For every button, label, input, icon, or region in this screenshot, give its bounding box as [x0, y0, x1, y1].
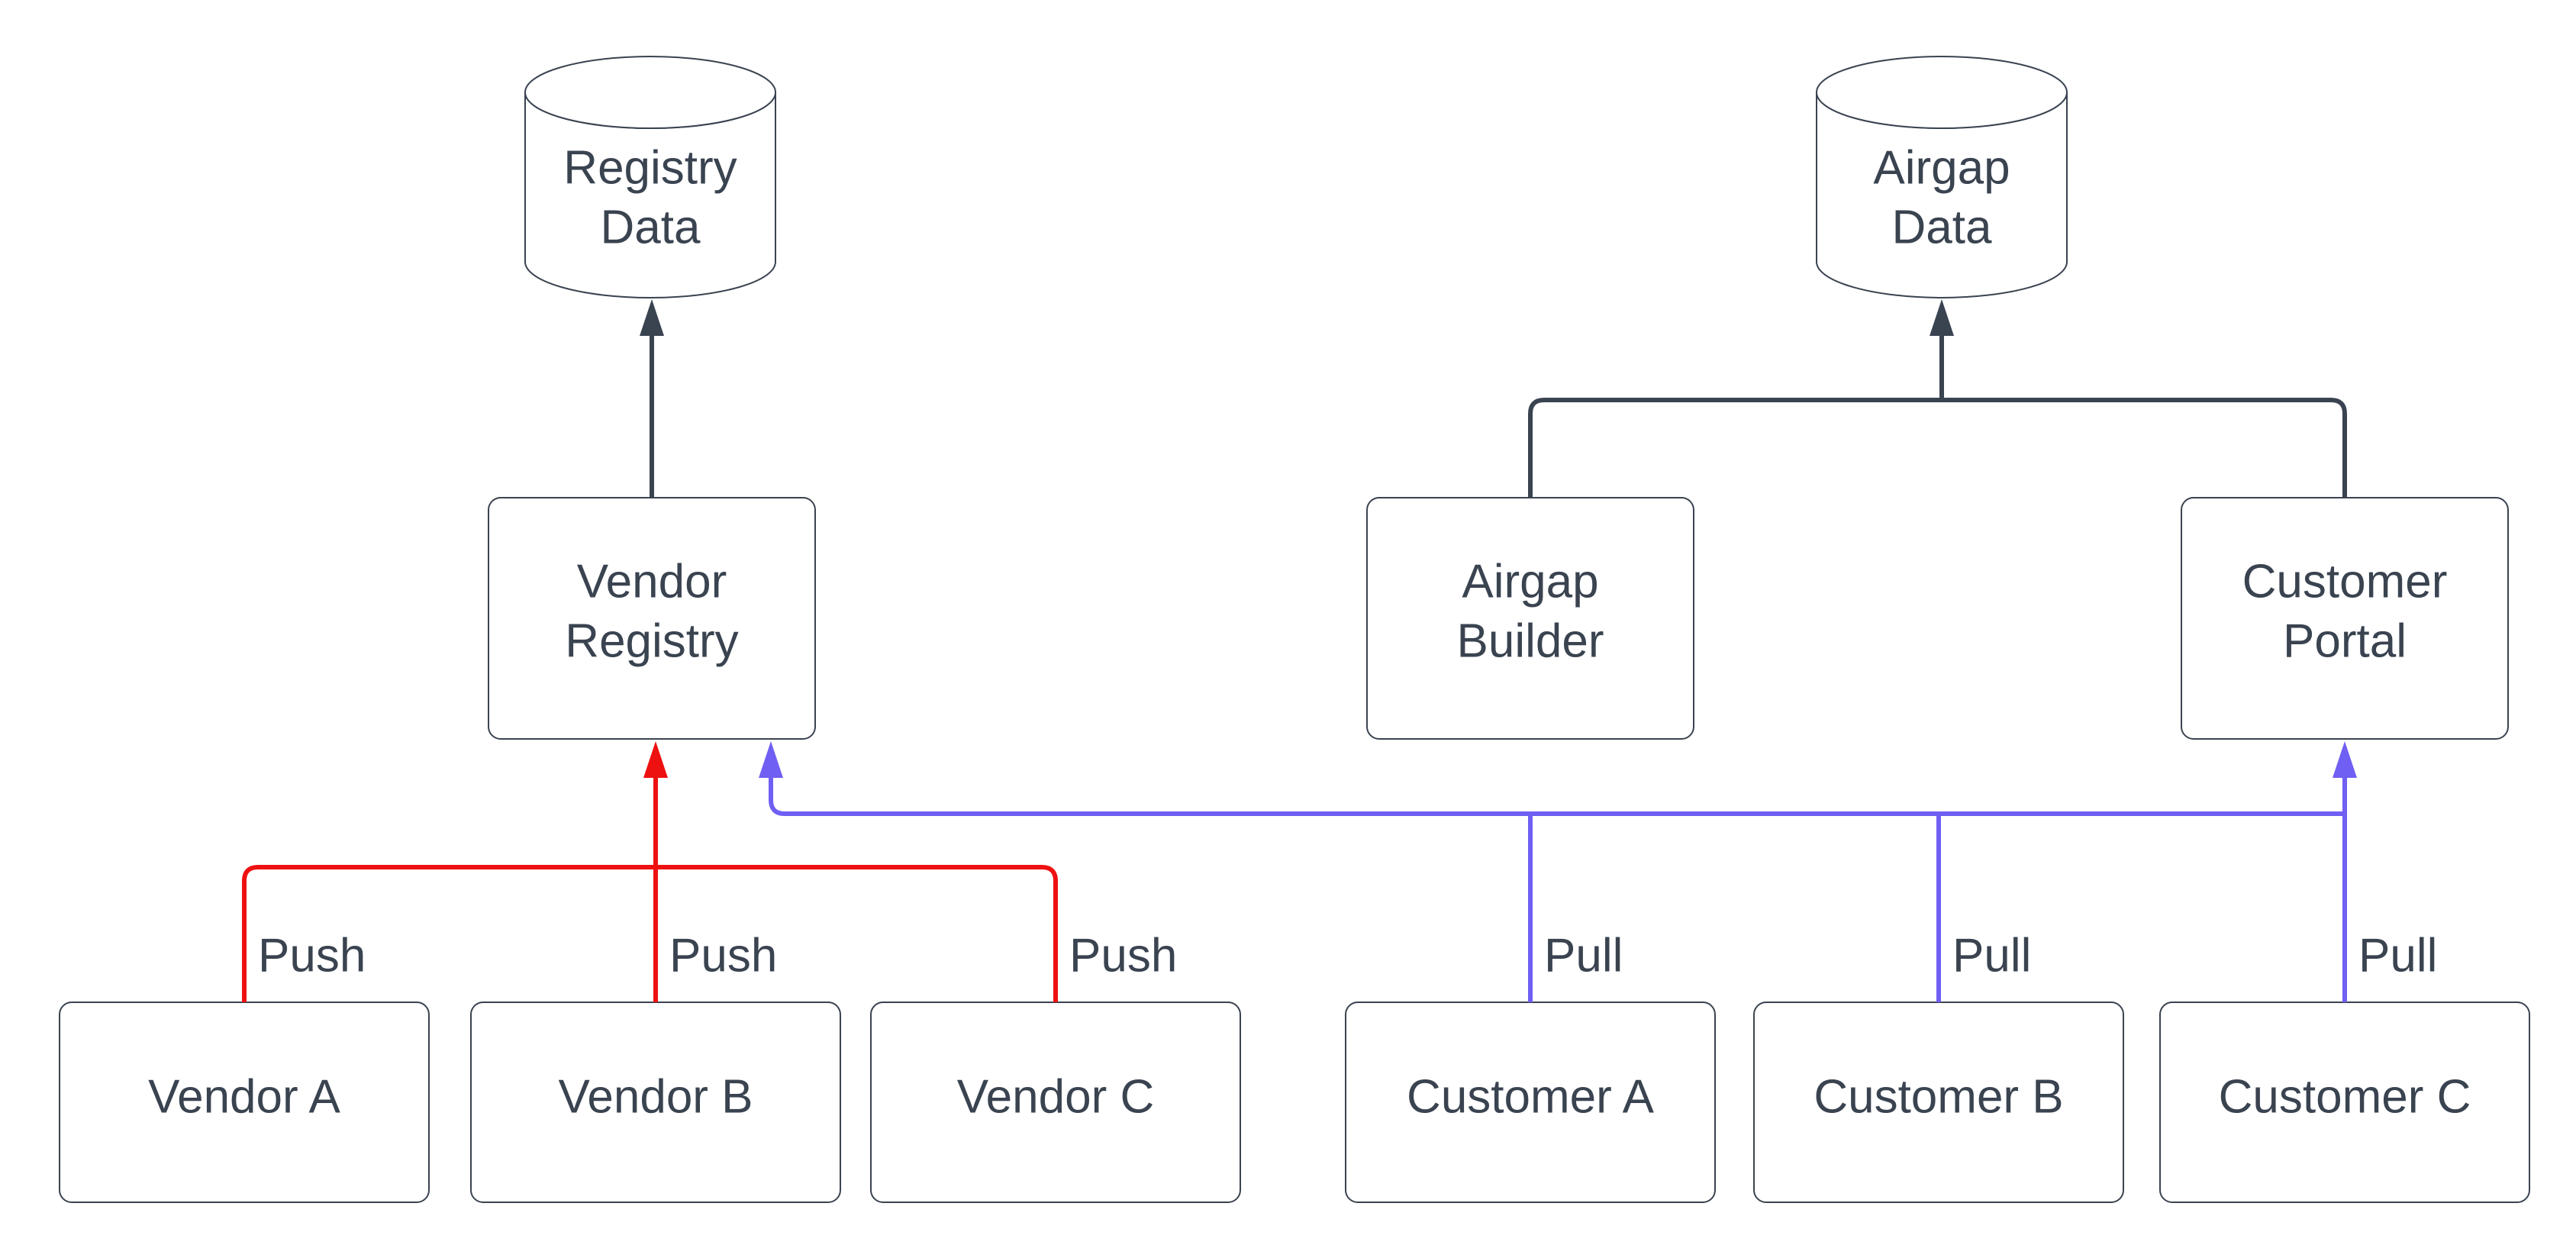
registry-data-label-line1: Registry — [563, 142, 737, 195]
push-tree-horizontal-line — [242, 865, 1058, 1002]
pull-main-to-vendor-registry-line — [769, 770, 2345, 816]
node-vendor-c: Vendor C — [870, 1002, 1241, 1203]
customer-b-label-line1: Customer B — [1814, 1071, 2063, 1124]
vendor-a-label-line1: Vendor A — [148, 1071, 340, 1124]
pull-arrow-to-customer-portal-arrowhead — [2333, 741, 2357, 778]
customer-portal-label-line1: Customer — [2242, 556, 2448, 608]
edge-pull-main-to-vendor-registry — [759, 741, 2345, 816]
registry-data-cylinder-top — [524, 56, 776, 129]
edge-vendor-registry-to-registry-data — [640, 299, 664, 498]
edge-tree-to-airgap-data — [1930, 299, 1954, 400]
pull-main-to-vendor-registry-arrowhead — [759, 741, 783, 778]
edge-label-pull-label-customer-a: Pull — [1544, 930, 1623, 982]
airgap-data-label-line2: Data — [1892, 202, 1992, 254]
node-customer-c: Customer C — [2159, 1002, 2530, 1203]
vendor-registry-label-line2: Registry — [565, 615, 738, 668]
airgap-data-cylinder-top — [1816, 56, 2068, 129]
vendor-c-label-line1: Vendor C — [957, 1071, 1155, 1124]
airgap-builder-portal-tree-line — [1528, 398, 2347, 498]
customer-portal-label-line2: Portal — [2283, 615, 2407, 668]
edge-label-push-label-vendor-c: Push — [1069, 930, 1177, 982]
node-vendor-a: Vendor A — [59, 1002, 430, 1203]
airgap-data-label-line1: Airgap — [1873, 142, 2010, 195]
edge-airgap-builder-portal-tree — [1528, 398, 2347, 498]
edge-label-push-label-vendor-a: Push — [258, 930, 366, 982]
edge-pull-arrow-to-customer-portal — [2333, 741, 2357, 814]
node-customer-b: Customer B — [1753, 1002, 2124, 1203]
customer-a-label-line1: Customer A — [1407, 1071, 1655, 1124]
airgap-builder-label-line1: Airgap — [1462, 556, 1598, 608]
airgap-builder-label-line2: Builder — [1457, 615, 1604, 668]
node-customer-a: Customer A — [1345, 1002, 1716, 1203]
edge-label-push-label-vendor-b: Push — [669, 930, 777, 982]
edge-layer: Push Push Push Pull Pull Pull — [242, 299, 2437, 1002]
customer-c-label-line1: Customer C — [2219, 1071, 2471, 1124]
node-vendor-b: Vendor B — [470, 1002, 841, 1203]
edge-push-arrow-to-vendor-registry — [643, 741, 668, 867]
edge-push-tree-horizontal — [242, 865, 1058, 1002]
tree-to-airgap-data-arrowhead — [1930, 299, 1954, 336]
vendor-registry-to-registry-data-arrowhead — [640, 299, 664, 336]
edge-label-pull-label-customer-c: Pull — [2358, 930, 2437, 982]
registry-data-label-line2: Data — [601, 202, 701, 254]
vendor-b-label-line1: Vendor B — [558, 1071, 753, 1124]
push-arrow-to-vendor-registry-arrowhead — [643, 741, 668, 778]
node-layer: RegistryDataAirgapDataVendorRegistryAirg… — [59, 56, 2530, 1203]
edge-label-pull-label-customer-b: Pull — [1952, 930, 2031, 982]
vendor-registry-label-line1: Vendor — [577, 556, 727, 608]
